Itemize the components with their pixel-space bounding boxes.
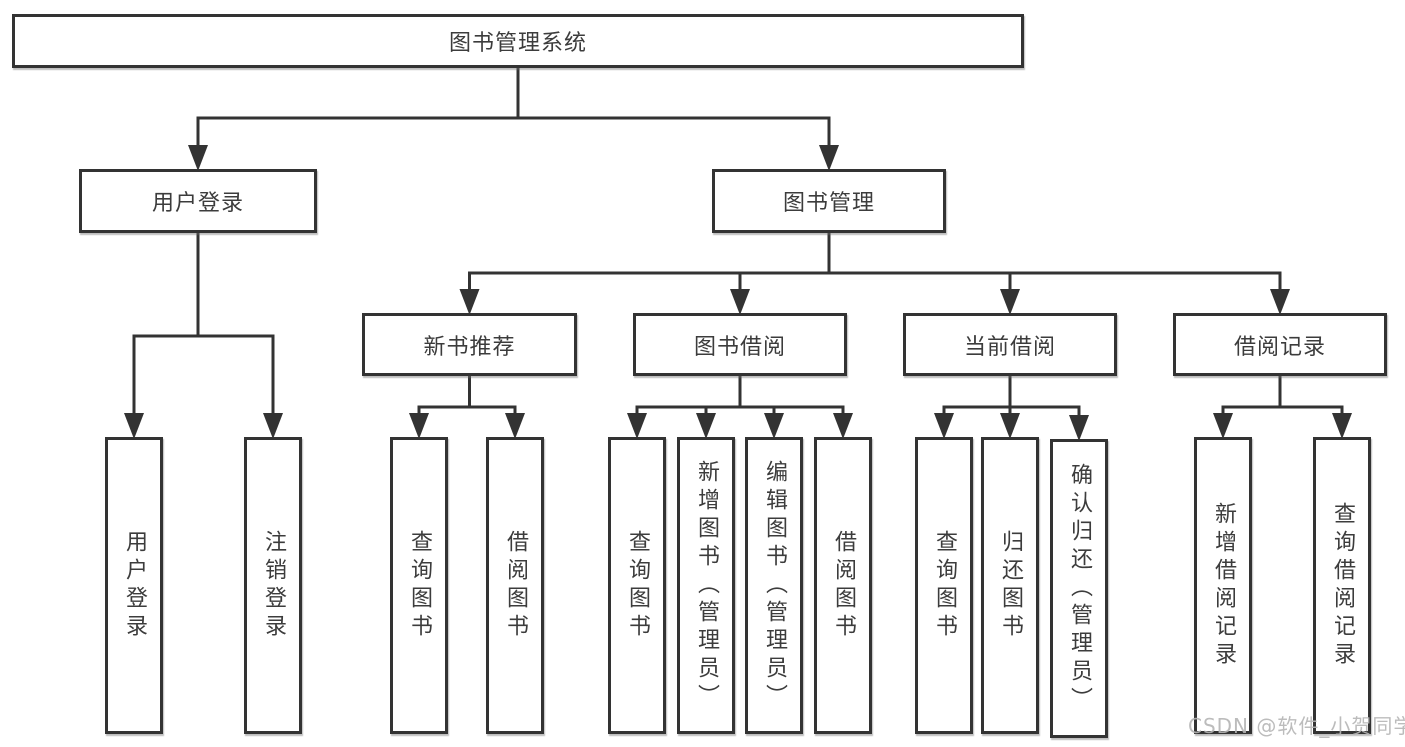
arrowhead-icon [1069, 415, 1089, 441]
arrowhead-icon [833, 413, 853, 439]
arrowhead-icon [730, 289, 750, 315]
node-book-management: 图书管理 [712, 169, 946, 233]
arrowhead-icon [819, 145, 839, 171]
node-leaf-return-books: 归还图书 [981, 437, 1039, 734]
node-root: 图书管理系统 [12, 14, 1024, 68]
node-leaf-borrow-books-1: 借阅图书 [486, 437, 544, 734]
arrowhead-icon [1332, 413, 1352, 439]
arrowhead-icon [764, 413, 784, 439]
node-leaf-add-books-admin: 新增图书（管理员） [677, 437, 735, 734]
arrowhead-icon [1000, 413, 1020, 439]
arrowhead-icon [459, 289, 480, 315]
arrowhead-icon [1213, 413, 1233, 439]
arrowhead-icon [1270, 289, 1290, 315]
node-leaf-edit-books-admin: 编辑图书（管理员） [745, 437, 803, 734]
node-leaf-borrow-books-2: 借阅图书 [814, 437, 872, 734]
node-user-login: 用户登录 [79, 169, 317, 233]
arrowhead-icon [409, 413, 429, 439]
node-leaf-query-books-3: 查询图书 [915, 437, 973, 734]
node-leaf-query-books-2: 查询图书 [608, 437, 666, 734]
node-current-borrow: 当前借阅 [903, 313, 1117, 376]
node-book-borrow: 图书借阅 [633, 313, 847, 376]
node-leaf-query-borrow-record: 查询借阅记录 [1313, 437, 1371, 734]
arrowhead-icon [934, 413, 954, 439]
arrowhead-icon [263, 413, 283, 439]
node-leaf-confirm-return: 确认归还（管理员） [1050, 439, 1108, 738]
arrowhead-icon [505, 413, 525, 439]
node-leaf-add-borrow-record: 新增借阅记录 [1194, 437, 1252, 734]
arrowhead-icon [188, 145, 208, 171]
watermark: CSDN @软件_小贺同学 [1188, 714, 1405, 738]
arrowhead-icon [696, 413, 716, 439]
node-new-book-recommend: 新书推荐 [362, 313, 577, 376]
arrowhead-icon [1000, 289, 1020, 315]
arrowhead-icon [627, 413, 647, 439]
arrowhead-icon [124, 413, 144, 439]
node-borrow-records: 借阅记录 [1173, 313, 1387, 376]
node-leaf-user-login: 用户登录 [105, 437, 163, 734]
node-leaf-logout: 注销登录 [244, 437, 302, 734]
node-leaf-query-books-1: 查询图书 [390, 437, 448, 734]
